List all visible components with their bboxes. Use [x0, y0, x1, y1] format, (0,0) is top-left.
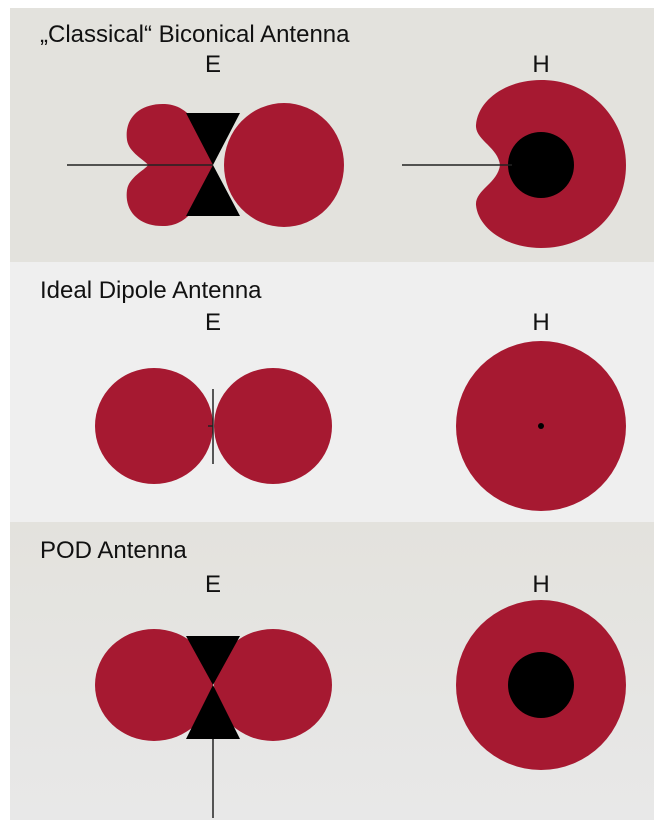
e-plane-label: E [205, 571, 221, 598]
e-plane-pattern [67, 103, 344, 227]
antenna-cross-section [508, 132, 574, 198]
e-plane-label: E [205, 51, 221, 78]
bicone-antenna-element [186, 636, 240, 739]
panel-classical-biconical: „Classical“ Biconical Antenna E H [10, 8, 654, 262]
e-plane-pattern [95, 629, 332, 818]
h-plane-pattern [402, 80, 626, 248]
e-plane-pattern [95, 368, 332, 484]
h-plane-pattern [456, 600, 626, 770]
h-plane-label: H [532, 571, 549, 598]
h-plane-label: H [532, 309, 549, 336]
e-plane-left-lobe [95, 368, 213, 484]
h-plane-pattern [456, 341, 626, 511]
h-plane-label: H [532, 51, 549, 78]
panel-title: Ideal Dipole Antenna [40, 277, 262, 304]
panel-ideal-dipole: Ideal Dipole Antenna E H [10, 262, 654, 522]
antenna-cross-section [508, 652, 574, 718]
dipole-cross-section [538, 423, 544, 429]
e-plane-label: E [205, 309, 221, 336]
e-plane-left-lobe [95, 629, 213, 741]
e-plane-right-lobe [214, 629, 332, 741]
e-plane-right-lobe [224, 103, 344, 227]
panel-pod: POD Antenna E H [10, 522, 654, 820]
panel-title: POD Antenna [40, 537, 187, 564]
e-plane-right-lobe [214, 368, 332, 484]
panel-title: „Classical“ Biconical Antenna [40, 21, 350, 48]
